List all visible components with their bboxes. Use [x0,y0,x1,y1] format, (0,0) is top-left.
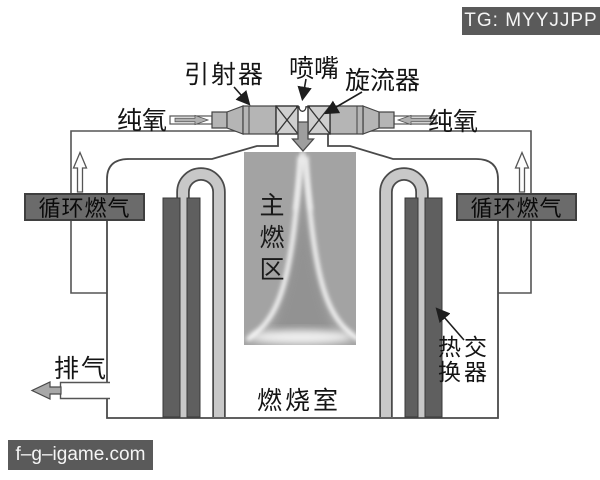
watermark: f–g–igame.com [8,440,153,470]
recirculation-up-arrows [72,150,530,193]
up-arrow-right-icon [514,150,530,193]
circulating-gas-right-box: 循环燃气 [456,193,577,221]
heat-exchanger-right [379,167,443,418]
tg-badge: TG: MYYJJPP [462,7,600,35]
circulating-gas-left-box: 循环燃气 [24,193,145,221]
injector-assembly [169,105,437,152]
swirler-left [275,105,299,135]
exhaust-pipe [30,381,110,400]
pure-oxygen-left-label: 纯氧 [117,108,168,135]
ejector-body-right [329,105,364,135]
combustion-chamber-outline [106,133,499,419]
heat-exchanger-left [162,167,226,418]
nozzle-label: 喷嘴 [289,56,340,83]
nozzle-leader-arrow [297,78,312,102]
swirler-right [307,105,331,135]
swirler-leader-arrow [324,91,363,115]
ejector-leader-arrow [233,86,251,106]
flame-image [244,152,356,345]
oxygen-flow-arrow-right-icon [396,114,432,126]
exhaust-arrow-icon [30,381,62,400]
oxygen-flow-arrow-left-icon [174,114,210,126]
main-combustion-zone-label: 主燃区 [256,192,283,288]
ejector-body-left [242,105,277,135]
up-arrow-left-icon [72,150,88,193]
heat-exchanger-leader-arrow [435,307,465,341]
swirler-label: 旋流器 [345,68,421,95]
pure-oxygen-right-label: 纯氧 [428,109,479,136]
heat-exchanger-label: 热交换器 [438,335,490,385]
nozzle-down-arrow-icon [291,121,315,152]
combustion-chamber-label: 燃烧室 [257,388,342,415]
exhaust-label: 排气 [54,356,109,383]
nozzle-notch [296,106,310,112]
ejector-label: 引射器 [184,62,266,89]
annotation-arrows [233,78,465,341]
